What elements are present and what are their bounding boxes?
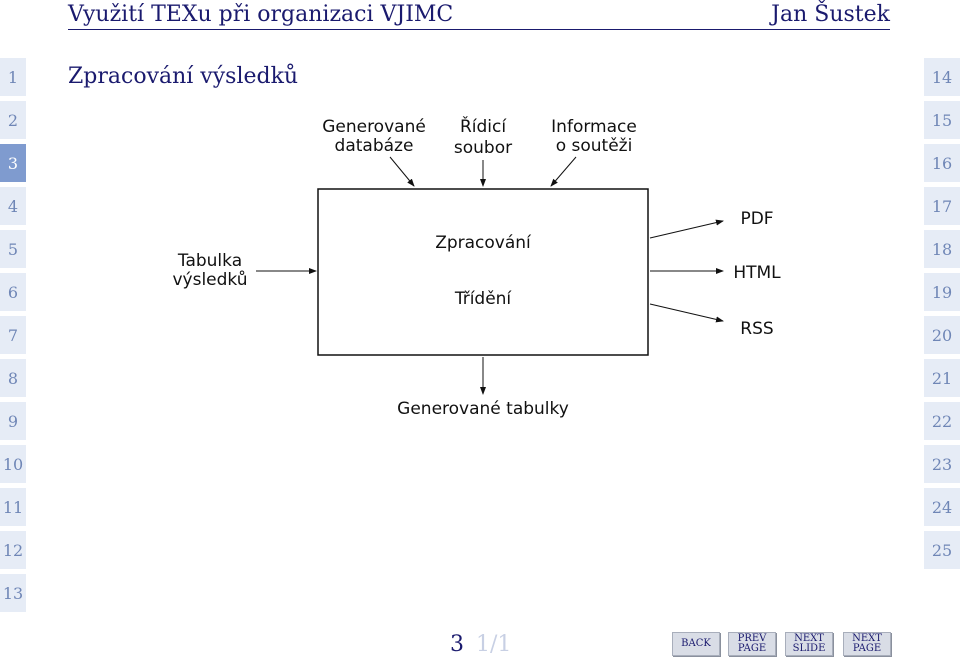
arrow-contest-info [550,156,577,187]
back-button[interactable]: BACK [672,632,720,656]
slide-tab-10[interactable]: 10 [0,445,26,483]
input-control-file-label-2: soubor [454,138,512,158]
slide-tab-18[interactable]: 18 [924,230,960,268]
output-generated-tables-label: Generované tabulky [397,399,569,419]
next-slide-button[interactable]: NEXT SLIDE [785,632,833,656]
input-results-table-label: Tabulka [177,251,242,271]
presentation-title: Využití TEXu při organizaci VJIMC [68,2,454,27]
slide-tab-16[interactable]: 16 [924,144,960,182]
input-databases-label: Generované [322,117,426,137]
author-name: Jan Šustek [771,2,890,27]
slide-tab-2[interactable]: 2 [0,101,26,139]
arrow-databases [389,156,415,187]
output-html-label: HTML [733,263,781,283]
slide-tab-9[interactable]: 9 [0,402,26,440]
box-processing-label: Zpracování [435,233,532,253]
slide-tab-15[interactable]: 15 [924,101,960,139]
current-page-number: 3 [450,632,464,657]
prev-page-button[interactable]: PREV PAGE [728,632,776,656]
output-pdf-label: PDF [740,209,773,229]
arrow-rss [649,303,724,323]
slide-tab-24[interactable]: 24 [924,488,960,526]
next-page-button[interactable]: NEXT PAGE [843,632,891,656]
slide-tab-8[interactable]: 8 [0,359,26,397]
slide-tab-20[interactable]: 20 [924,316,960,354]
slide-tab-22[interactable]: 22 [924,402,960,440]
processing-box [317,188,649,356]
slide-tab-4[interactable]: 4 [0,187,26,225]
slide-tab-21[interactable]: 21 [924,359,960,397]
slide-tab-1[interactable]: 1 [0,58,26,96]
slide-tab-25[interactable]: 25 [924,531,960,569]
slide-tab-6[interactable]: 6 [0,273,26,311]
arrow-pdf [649,219,724,239]
slide-tab-19[interactable]: 19 [924,273,960,311]
slide-tab-23[interactable]: 23 [924,445,960,483]
input-contest-info-label-2: o soutěži [556,136,633,156]
slide-tab-7[interactable]: 7 [0,316,26,354]
slide-tab-14[interactable]: 14 [924,58,960,96]
slide-tab-17[interactable]: 17 [924,187,960,225]
page-total: 1/1 [476,632,512,657]
input-contest-info-label: Informace [551,117,637,137]
slide-tab-5[interactable]: 5 [0,230,26,268]
input-databases-label-2: databáze [335,136,414,156]
input-results-table-label-2: výsledků [172,270,247,290]
slide-tab-12[interactable]: 12 [0,531,26,569]
slide-tab-11[interactable]: 11 [0,488,26,526]
slide-tab-13[interactable]: 13 [0,574,26,612]
output-rss-label: RSS [740,319,773,339]
box-sorting-label: Třídění [454,289,513,309]
header-rule [68,29,890,30]
slide-title: Zpracování výsledků [68,64,299,89]
slide-tab-3[interactable]: 3 [0,144,26,182]
input-control-file-label: Řídicí [460,115,507,137]
